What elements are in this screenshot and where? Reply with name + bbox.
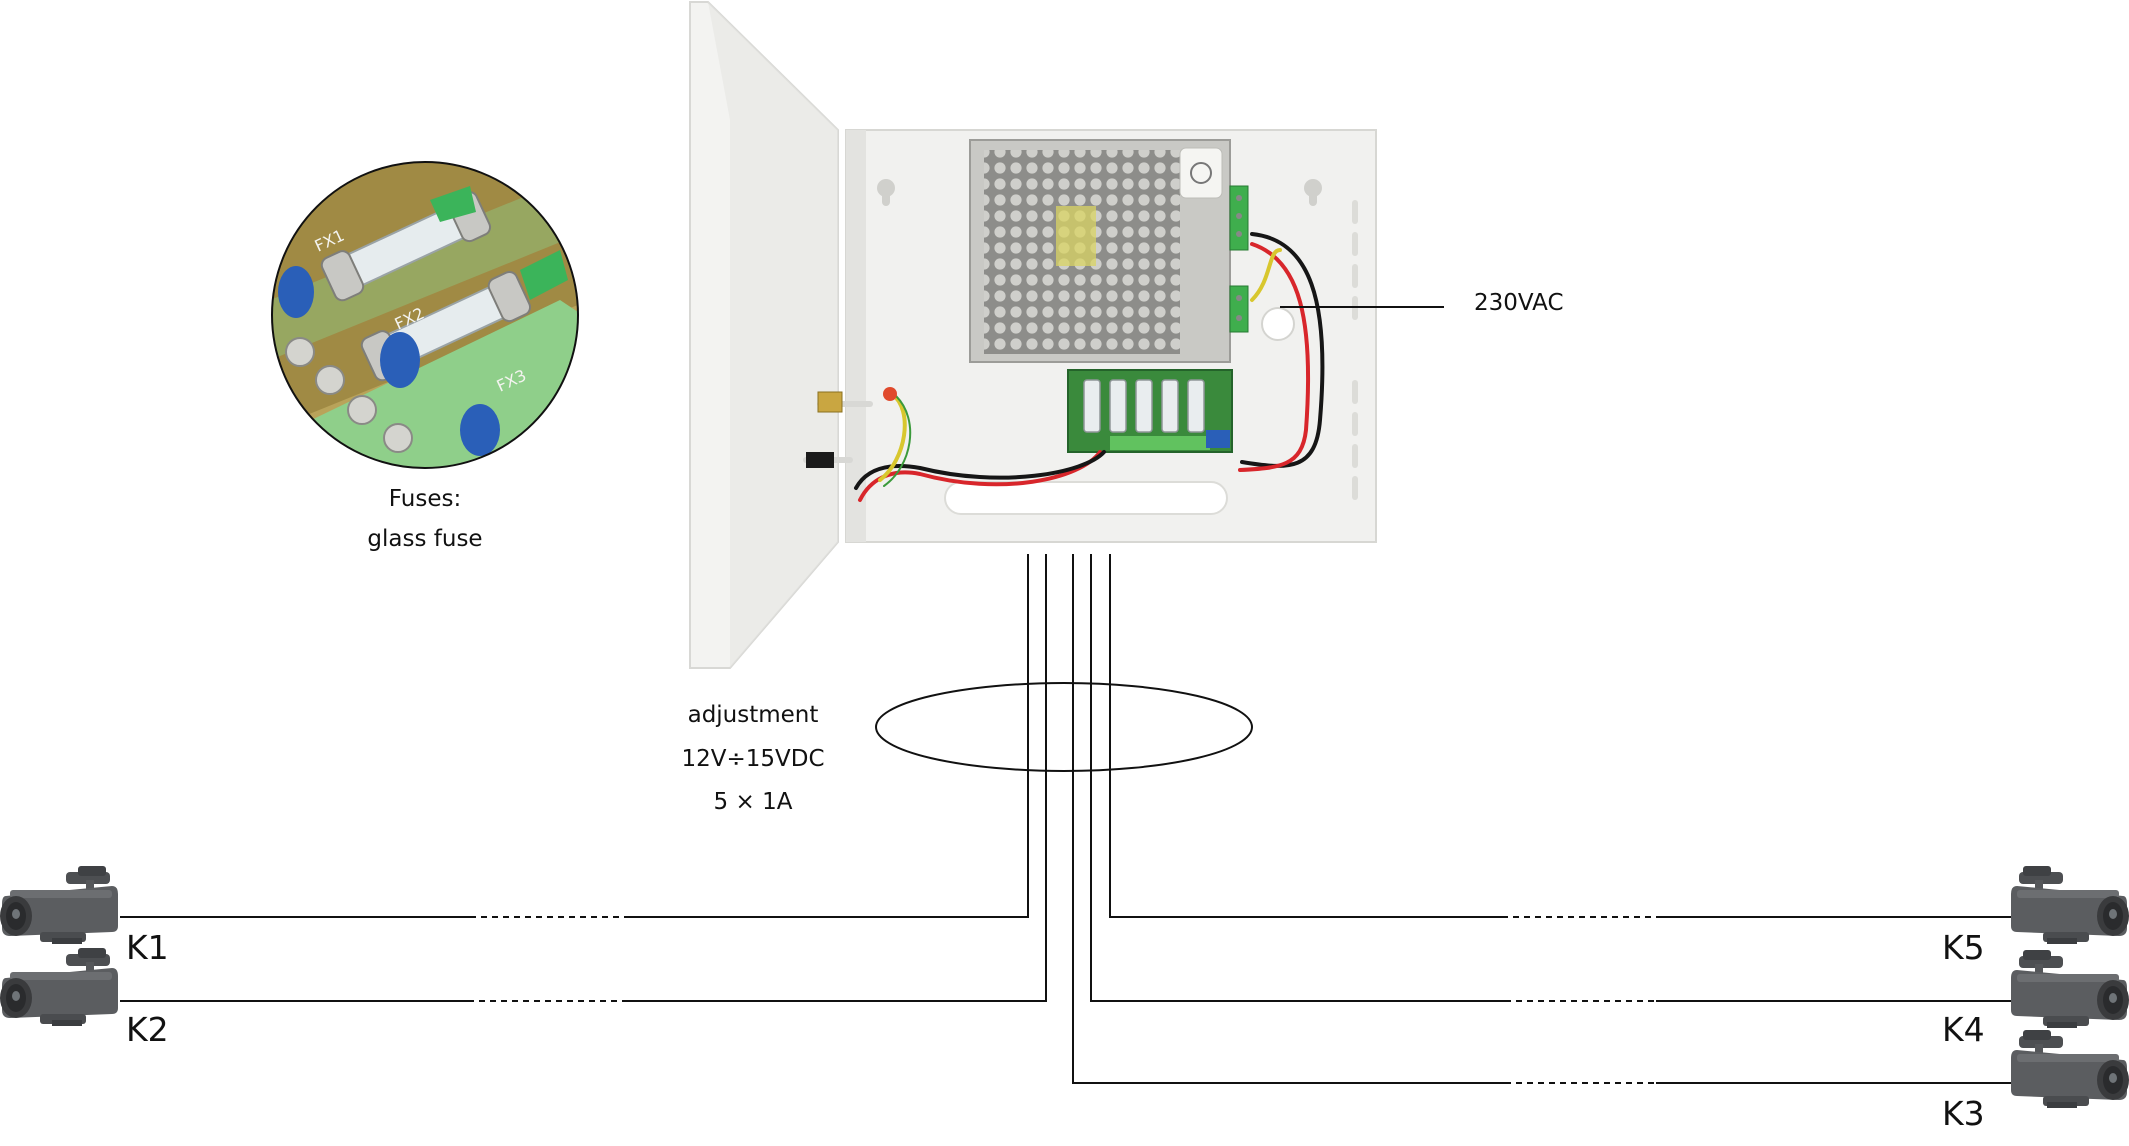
camera-label-k3: K3 xyxy=(1942,1094,1985,1133)
cable-k4 xyxy=(1090,554,1505,1002)
vent-slots xyxy=(1352,200,1358,500)
fuse-closeup: FX1 FX2 FX3 xyxy=(271,161,579,469)
camera-icon-k4 xyxy=(2011,950,2129,1028)
camera-label-k4: K4 xyxy=(1942,1010,1985,1049)
fuse-board xyxy=(1067,369,1233,453)
camera-label-k2: K2 xyxy=(126,1010,169,1049)
power-supply-enclosure xyxy=(689,1,1377,669)
camera-label-k5: K5 xyxy=(1942,928,1985,967)
cable-bundle-marker xyxy=(875,682,1253,772)
adjustment-label: adjustment xyxy=(687,702,819,728)
camera-icon-k2 xyxy=(0,948,118,1026)
camera-label-k1: K1 xyxy=(126,928,169,967)
fuse-title-label: Fuses: xyxy=(388,486,462,512)
camera-icon-k5 xyxy=(2011,866,2129,944)
camera-icon-k1 xyxy=(0,866,118,944)
terminal-screws xyxy=(285,337,413,453)
psu-module xyxy=(969,139,1295,363)
cable-k3 xyxy=(1072,554,1505,1084)
cable-k1 xyxy=(630,554,1029,918)
fuse-caps xyxy=(278,266,500,456)
diagram-lines xyxy=(120,306,2012,1084)
mains-voltage-label: 230VAC xyxy=(1474,290,1564,316)
output-rating-label: 5 × 1A xyxy=(713,789,793,815)
camera-icon-k3 xyxy=(2011,1030,2129,1108)
fuse-type-label: glass fuse xyxy=(367,526,483,552)
cable-k5 xyxy=(1109,554,1502,918)
voltage-range-label: 12V÷15VDC xyxy=(681,746,825,772)
cable-k2 xyxy=(628,554,1047,1002)
